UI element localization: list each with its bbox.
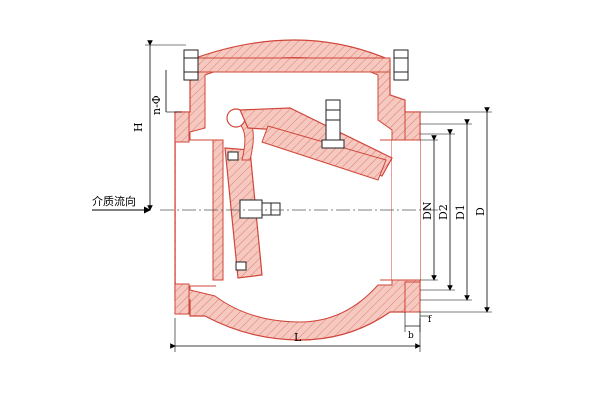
bonnet-bolt-left	[183, 49, 199, 81]
label-H: H	[132, 122, 145, 132]
label-DN: DN	[421, 201, 434, 220]
dim-n-phi: n-Φ	[150, 70, 182, 115]
label-b: b	[408, 331, 414, 341]
dim-DN: DN	[421, 135, 437, 281]
valve-body	[174, 39, 421, 341]
dim-right: DN D2 D1 D	[420, 107, 492, 313]
flow-direction: 介质流向	[92, 194, 151, 214]
dim-D1: D1	[454, 119, 470, 301]
label-n-phi: n-Φ	[150, 95, 163, 115]
dim-D: D	[474, 107, 490, 313]
dim-b-f: b f	[404, 312, 432, 341]
label-L: L	[294, 331, 302, 344]
label-D: D	[474, 207, 487, 216]
bonnet	[183, 49, 409, 81]
dim-D2: D2	[437, 129, 453, 291]
label-flow-direction: 介质流向	[92, 194, 136, 208]
label-D1: D1	[454, 204, 467, 220]
inlet-bore	[176, 140, 216, 286]
bonnet-bolt-right	[393, 49, 409, 81]
disc-assembly	[224, 111, 281, 279]
disc-nut	[239, 199, 263, 219]
label-f: f	[428, 315, 432, 325]
open-disc	[261, 125, 387, 181]
hinge-lever	[226, 99, 393, 181]
label-D2: D2	[437, 204, 450, 220]
outlet-flange	[404, 111, 421, 313]
inlet-flange	[174, 111, 190, 315]
dim-H: H	[132, 40, 186, 211]
